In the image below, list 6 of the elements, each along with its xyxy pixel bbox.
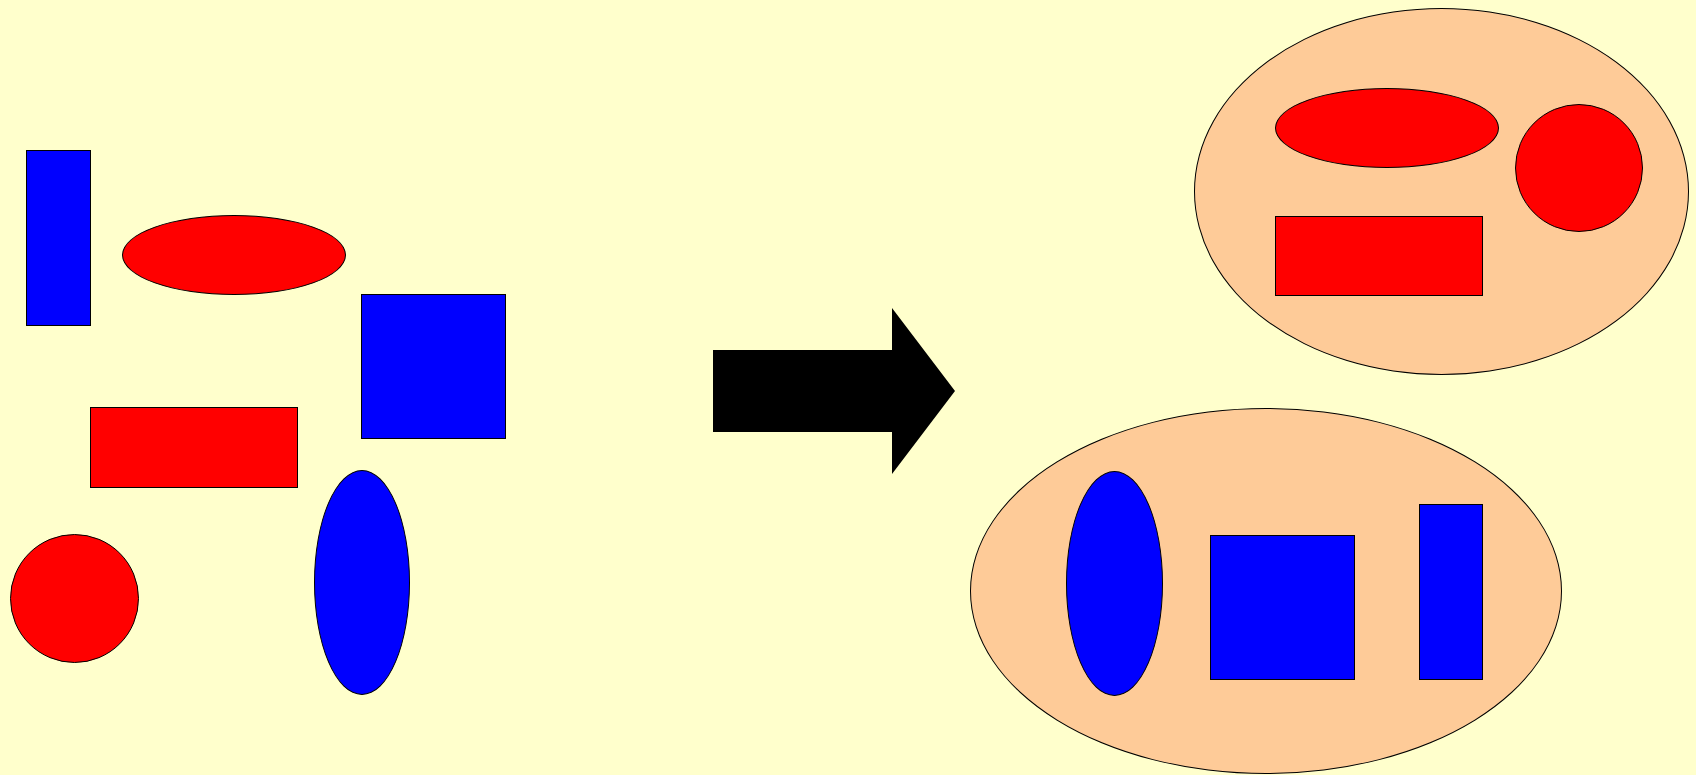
rectangle: [1419, 504, 1483, 680]
rectangle: [1210, 535, 1355, 680]
rectangle: [361, 294, 506, 439]
rectangle: [1275, 216, 1483, 296]
rectangle: [90, 407, 298, 488]
rectangle: [26, 150, 91, 326]
